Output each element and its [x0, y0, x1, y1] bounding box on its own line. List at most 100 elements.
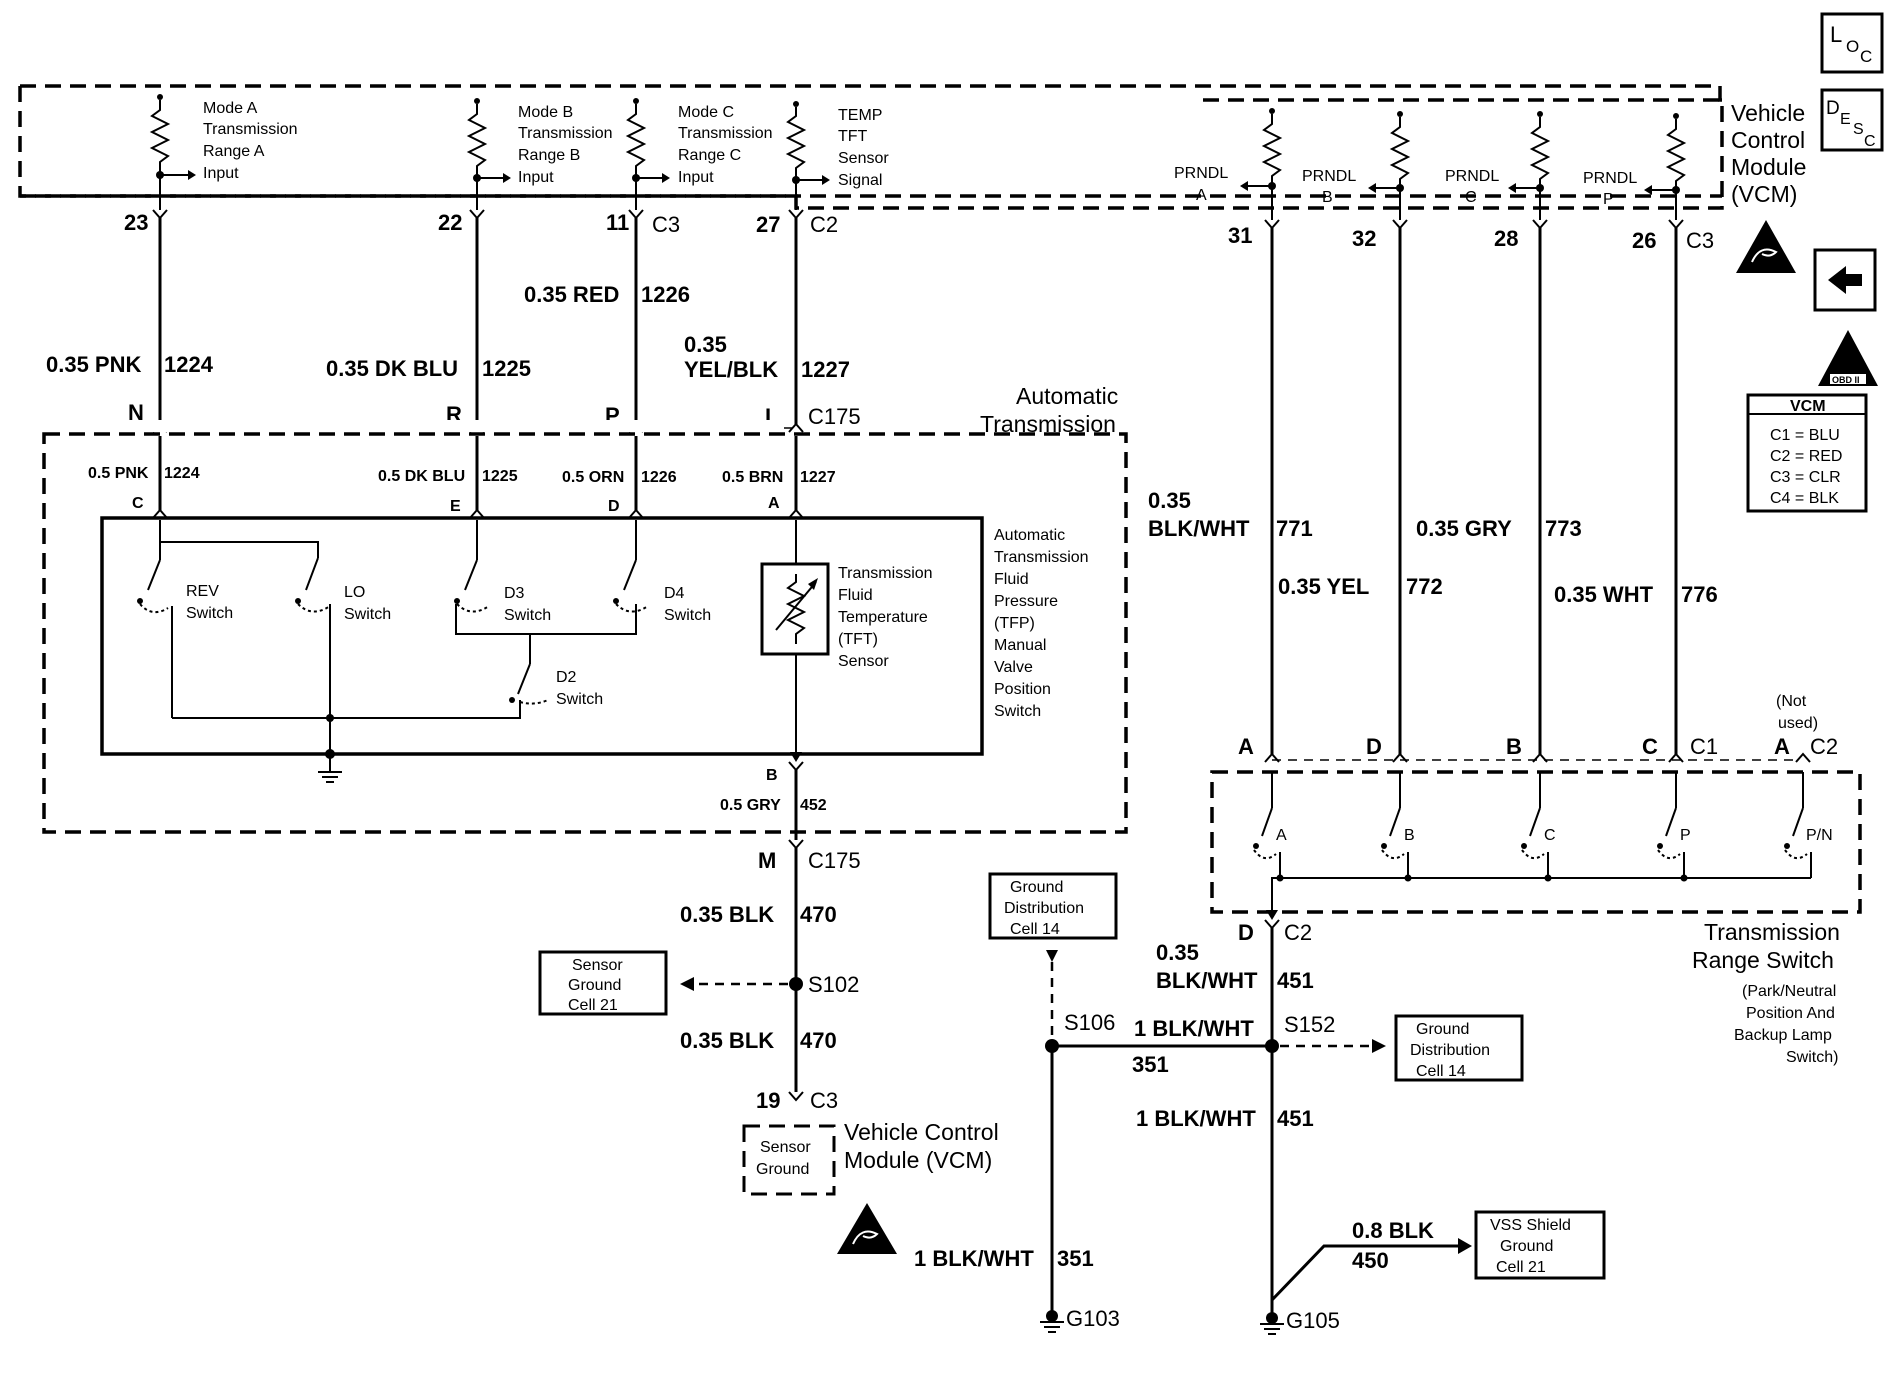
svg-text:19: 19: [756, 1088, 780, 1113]
svg-text:TEMP: TEMP: [838, 107, 882, 124]
svg-text:0.35: 0.35: [1148, 488, 1191, 513]
vcm-input-mode-a: Mode A Transmission Range A Input: [149, 94, 298, 210]
svg-text:used): used): [1778, 715, 1818, 732]
svg-text:1226: 1226: [641, 282, 690, 307]
svg-text:Vehicle Control: Vehicle Control: [844, 1119, 999, 1145]
svg-text:Ground: Ground: [1010, 879, 1063, 896]
back-arrow-icon[interactable]: [1813, 248, 1877, 312]
svg-text:Switch: Switch: [994, 703, 1041, 720]
svg-text:D4: D4: [664, 585, 685, 602]
transmission-range-switch: A B C P: [1210, 770, 1862, 1066]
esd-sensitive-icon: [837, 1203, 897, 1254]
svg-text:Switch: Switch: [344, 606, 391, 623]
svg-text:PRNDL: PRNDL: [1445, 168, 1499, 185]
svg-text:1224: 1224: [164, 352, 214, 377]
svg-text:VSS Shield: VSS Shield: [1490, 1217, 1571, 1234]
svg-text:Cell 14: Cell 14: [1416, 1063, 1466, 1080]
svg-text:Range C: Range C: [678, 147, 741, 164]
svg-text:1 BLK/WHT: 1 BLK/WHT: [914, 1246, 1034, 1271]
svg-text:Input: Input: [678, 169, 714, 186]
svg-text:Switch: Switch: [186, 605, 233, 622]
svg-text:452: 452: [800, 797, 827, 814]
svg-text:PRNDL: PRNDL: [1583, 170, 1637, 187]
svg-text:0.5 GRY: 0.5 GRY: [720, 797, 781, 814]
tfp-manual-valve-position-switch: REV Switch LO Switch D3 Switch D4 Switch: [100, 516, 1089, 783]
wire-1225: 0.35 DK BLU 1225: [326, 209, 531, 424]
svg-text:1 BLK/WHT: 1 BLK/WHT: [1136, 1106, 1256, 1131]
svg-text:Automatic: Automatic: [1016, 383, 1118, 409]
svg-text:0.35 RED: 0.35 RED: [524, 282, 619, 307]
svg-text:Range A: Range A: [203, 143, 265, 160]
svg-text:351: 351: [1057, 1246, 1094, 1271]
svg-text:0.35 BLK: 0.35 BLK: [680, 902, 774, 927]
desc-icon[interactable]: D E S C: [1820, 88, 1884, 152]
svg-text:1225: 1225: [482, 356, 531, 381]
svg-text:C: C: [1642, 734, 1658, 759]
svg-text:OBD II: OBD II: [1832, 375, 1860, 385]
svg-text:351: 351: [1132, 1052, 1169, 1077]
svg-text:E: E: [1840, 111, 1851, 128]
svg-text:0.5 BRN: 0.5 BRN: [722, 469, 783, 486]
trs-contact-p: P: [1657, 772, 1691, 878]
svg-text:Sensor: Sensor: [838, 150, 889, 167]
svg-text:C2 = RED: C2 = RED: [1770, 448, 1842, 465]
svg-text:Input: Input: [203, 165, 239, 182]
wire-773: 0.35 GRY 773: [1416, 219, 1582, 754]
svg-text:Backup Lamp: Backup Lamp: [1734, 1027, 1832, 1044]
svg-text:B: B: [1404, 827, 1415, 844]
svg-text:Switch: Switch: [664, 607, 711, 624]
svg-text:G103: G103: [1066, 1306, 1120, 1331]
wire-776: 0.35 WHT 776: [1554, 219, 1718, 754]
svg-text:22: 22: [438, 210, 462, 235]
vcm-input-prndl-b: PRNDL B: [1302, 111, 1411, 220]
svg-text:470: 470: [800, 1028, 837, 1053]
svg-text:(Not: (Not: [1776, 693, 1807, 710]
svg-text:Ground: Ground: [756, 1161, 809, 1178]
svg-text:Sensor: Sensor: [838, 653, 889, 670]
svg-text:Mode C: Mode C: [678, 104, 734, 121]
esd-sensitive-icon: [1736, 220, 1796, 273]
svg-text:A: A: [1238, 734, 1254, 759]
ground-g103: G103: [1040, 1306, 1120, 1333]
svg-text:771: 771: [1276, 516, 1313, 541]
svg-text:D: D: [1238, 920, 1254, 945]
svg-text:Pressure: Pressure: [994, 593, 1058, 610]
svg-text:0.35 YEL: 0.35 YEL: [1278, 574, 1369, 599]
svg-text:C175: C175: [808, 848, 861, 873]
svg-text:1227: 1227: [801, 357, 850, 382]
svg-text:PRNDL: PRNDL: [1174, 165, 1228, 182]
svg-text:1226: 1226: [641, 469, 677, 486]
svg-text:PRNDL: PRNDL: [1302, 168, 1356, 185]
svg-text:A: A: [1276, 827, 1287, 844]
vcm-input-mode-b: Mode B Transmission Range B Input: [466, 98, 613, 210]
svg-text:1224: 1224: [164, 465, 200, 482]
svg-text:C: C: [1864, 133, 1876, 150]
svg-text:1 BLK/WHT: 1 BLK/WHT: [1134, 1016, 1254, 1041]
svg-text:0.5 PNK: 0.5 PNK: [88, 465, 149, 482]
svg-text:D: D: [1826, 98, 1840, 119]
svg-text:A: A: [1196, 187, 1207, 204]
trs-contact-c: C: [1521, 772, 1556, 878]
svg-text:D: D: [608, 498, 620, 515]
svg-text:P/N: P/N: [1806, 827, 1833, 844]
svg-text:Valve: Valve: [994, 659, 1033, 676]
svg-text:VCM: VCM: [1790, 398, 1826, 415]
svg-text:Cell 14: Cell 14: [1010, 921, 1060, 938]
svg-text:11: 11: [606, 210, 629, 235]
loc-icon[interactable]: L O C: [1820, 12, 1884, 74]
svg-text:Control: Control: [1731, 127, 1805, 153]
svg-text:0.35 PNK: 0.35 PNK: [46, 352, 141, 377]
svg-text:Transmission: Transmission: [1704, 919, 1840, 945]
svg-text:C: C: [132, 495, 144, 512]
svg-text:0.5 DK BLU: 0.5 DK BLU: [378, 468, 465, 485]
svg-text:Transmission: Transmission: [518, 125, 613, 142]
vcm-input-prndl-a: PRNDL A: [1174, 108, 1283, 220]
svg-text:Transmission: Transmission: [678, 125, 773, 142]
svg-text:Signal: Signal: [838, 172, 882, 189]
svg-text:B: B: [1506, 734, 1522, 759]
trs-contact-a: A: [1253, 772, 1287, 878]
svg-text:N: N: [128, 400, 144, 425]
svg-text:Vehicle: Vehicle: [1731, 100, 1805, 126]
svg-text:32: 32: [1352, 226, 1376, 251]
svg-text:0.35: 0.35: [1156, 940, 1199, 965]
